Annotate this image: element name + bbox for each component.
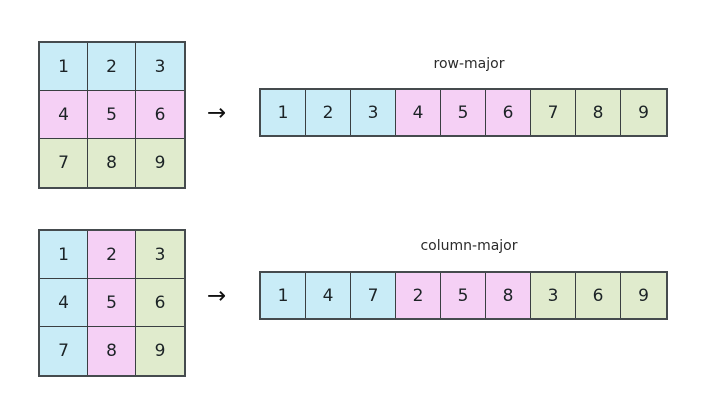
matrix-cell: 8: [88, 139, 136, 187]
matrix-cell: 1: [40, 231, 88, 279]
caption-column-major: column-major: [420, 238, 518, 254]
matrix-cell: 3: [531, 273, 576, 318]
matrix-cell: 9: [621, 90, 666, 135]
matrix-cell: 2: [88, 43, 136, 91]
matrix-cell: 1: [261, 90, 306, 135]
matrix-cell: 9: [136, 139, 184, 187]
matrix-cell: 8: [576, 90, 621, 135]
matrix-cell: 8: [88, 327, 136, 375]
matrix-cell: 2: [396, 273, 441, 318]
matrix-cell: 7: [351, 273, 396, 318]
matrix-cell: 5: [88, 279, 136, 327]
matrix-cell: 1: [261, 273, 306, 318]
matrix-cell: 6: [486, 90, 531, 135]
matrix-cell: 5: [441, 273, 486, 318]
matrix-cell: 8: [486, 273, 531, 318]
matrix-cell: 7: [40, 327, 88, 375]
matrix-cell: 4: [40, 279, 88, 327]
matrix-cell: 4: [40, 91, 88, 139]
matrix-cell: 4: [306, 273, 351, 318]
matrix-cell: 3: [351, 90, 396, 135]
matrix-cell: 7: [40, 139, 88, 187]
arrow-right-icon: →: [207, 100, 227, 126]
matrix-cell: 4: [396, 90, 441, 135]
matrix-cell: 5: [88, 91, 136, 139]
matrix-cell: 1: [40, 43, 88, 91]
matrix-cell: 2: [306, 90, 351, 135]
matrix-cell: 7: [531, 90, 576, 135]
matrix-cell: 6: [136, 279, 184, 327]
caption-row-major: row-major: [433, 56, 505, 72]
arrow-right-icon: →: [207, 283, 227, 309]
matrix-cell: 2: [88, 231, 136, 279]
matrix-cell: 9: [136, 327, 184, 375]
matrix-cell: 6: [576, 273, 621, 318]
matrix-cell: 3: [136, 231, 184, 279]
matrix-cell: 3: [136, 43, 184, 91]
matrix-cell: 6: [136, 91, 184, 139]
matrix-cell: 5: [441, 90, 486, 135]
matrix-cell: 9: [621, 273, 666, 318]
